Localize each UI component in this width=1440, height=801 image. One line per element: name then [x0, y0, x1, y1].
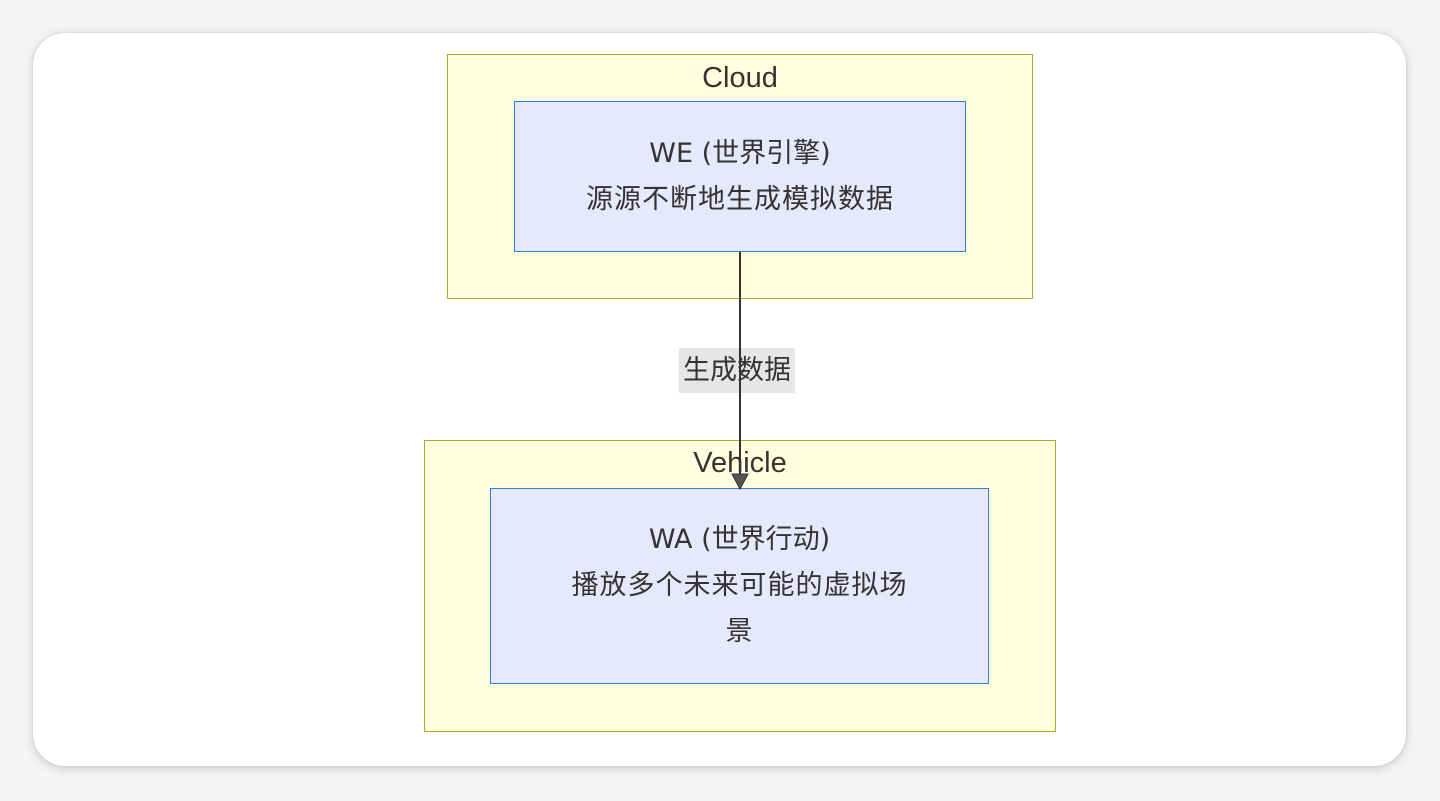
- world-action-node-title: WA (世界行动): [648, 524, 831, 555]
- cloud-cluster-title: Cloud: [702, 62, 778, 94]
- world-engine-node-title: WE (世界引擎): [649, 137, 831, 169]
- world-engine-node: WE (世界引擎) 源源不断地生成模拟数据: [514, 101, 966, 252]
- world-action-node-description-line-2: 景: [725, 616, 754, 647]
- world-action-node: WA (世界行动) 播放多个未来可能的虚拟场 景: [490, 488, 989, 684]
- world-action-node-description-line-1: 播放多个未来可能的虚拟场: [571, 570, 908, 601]
- world-engine-node-description: 源源不断地生成模拟数据: [586, 183, 894, 215]
- arrow-head-icon: [731, 473, 749, 491]
- edge-label: 生成数据: [679, 348, 795, 393]
